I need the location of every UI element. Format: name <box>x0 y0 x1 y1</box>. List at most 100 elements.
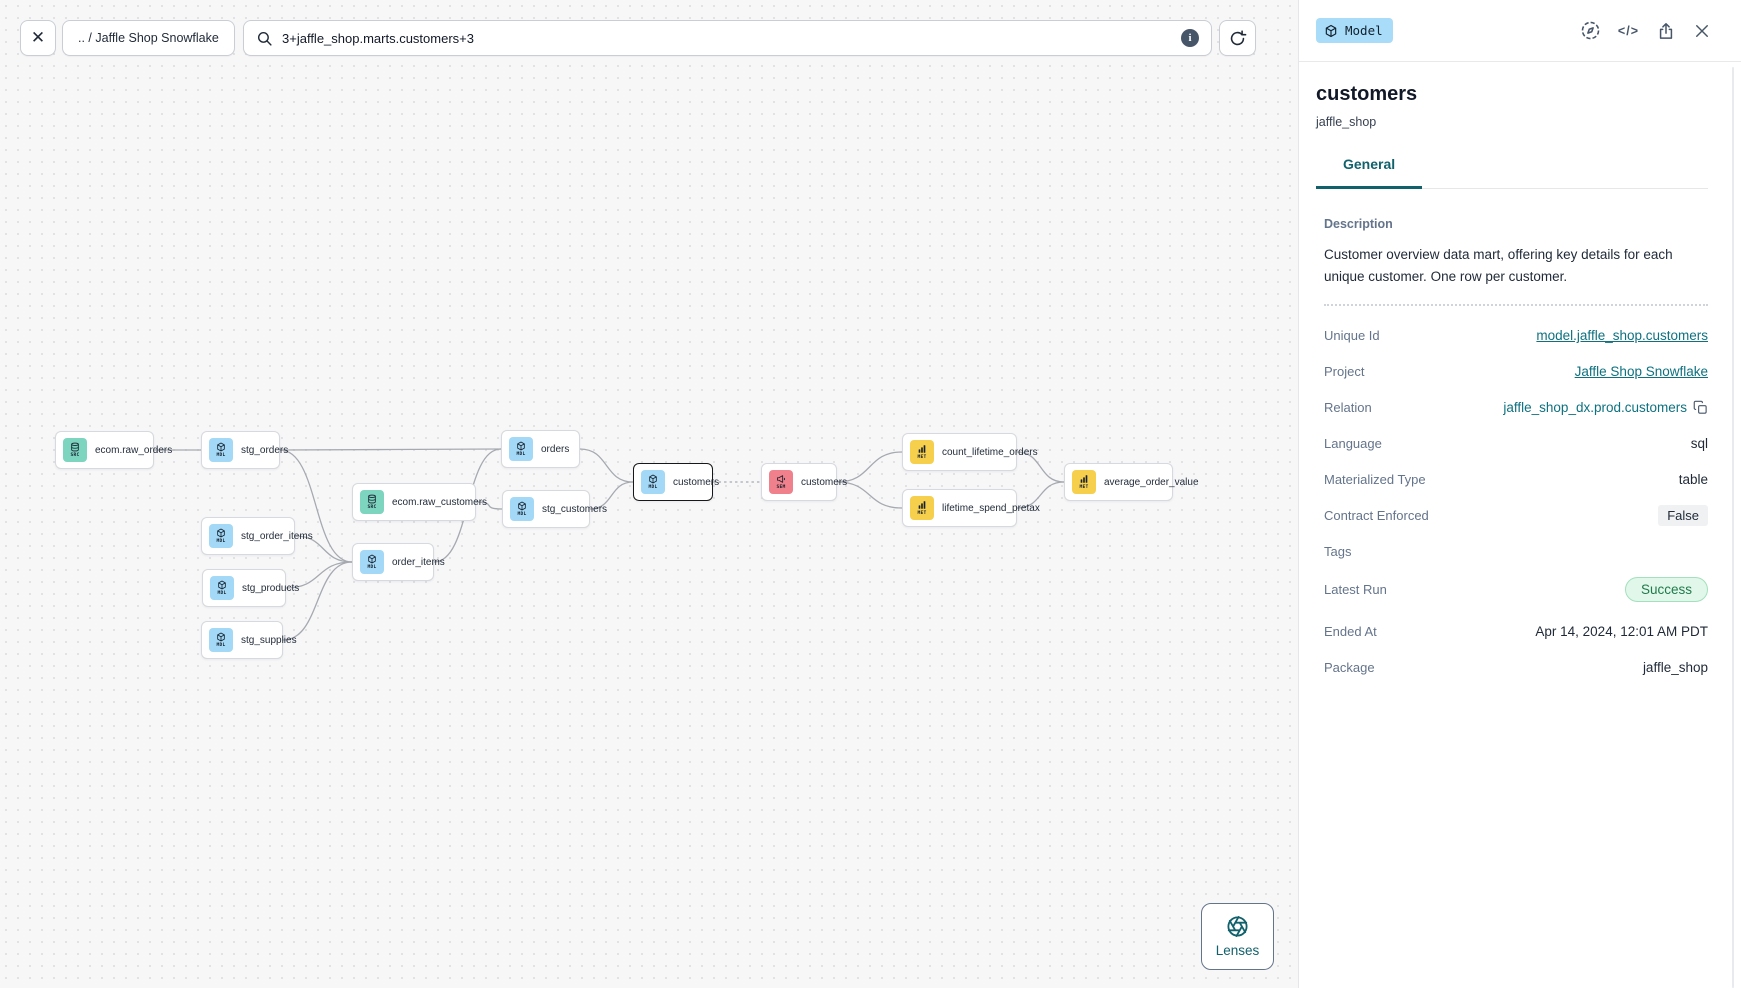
tab-general[interactable]: General <box>1316 156 1423 189</box>
breadcrumb[interactable]: .. / Jaffle Shop Snowflake <box>62 20 235 56</box>
field-label: Project <box>1324 364 1365 380</box>
field-label: Latest Run <box>1324 581 1387 597</box>
lineage-canvas[interactable]: SRC ecom.raw_orders MDL stg_orders SRC e… <box>0 0 1304 988</box>
field-row-package: Package jaffle_shop <box>1324 657 1708 679</box>
page-title: customers <box>1316 83 1418 105</box>
share-icon[interactable] <box>1656 21 1676 41</box>
node-label: order_items <box>392 556 445 568</box>
info-icon[interactable]: i <box>1181 29 1199 47</box>
graph-node-count_lifetime_orders[interactable]: MET count_lifetime_orders <box>902 433 1038 471</box>
contract-badge: False <box>1658 505 1708 527</box>
node-label: stg_order_items <box>241 530 313 542</box>
mdl-type-icon: MDL <box>641 470 665 494</box>
explore-compass-icon[interactable] <box>1580 20 1601 41</box>
search-icon <box>257 31 272 46</box>
field-row-unique-id: Unique Id model.jaffle_shop.customers <box>1324 325 1708 347</box>
graph-node-average_order_value[interactable]: MET average_order_value <box>1064 463 1199 501</box>
met-type-icon: MET <box>910 496 934 520</box>
field-row-contract-enforced: Contract Enforced False <box>1324 505 1708 527</box>
search-input[interactable] <box>282 30 1172 46</box>
graph-node-ecom_raw_customers[interactable]: SRC ecom.raw_customers <box>352 483 487 521</box>
panel-scrollbar[interactable] <box>1732 67 1734 988</box>
copy-icon[interactable] <box>1693 400 1708 415</box>
mdl-type-icon: MDL <box>510 497 534 521</box>
graph-node-stg_customers[interactable]: MDL stg_customers <box>502 490 607 528</box>
field-label: Package <box>1324 660 1375 676</box>
close-lineage-button[interactable]: ✕ <box>20 20 56 56</box>
detail-panel: Model </> customers jaffle_shop General … <box>1298 0 1741 988</box>
graph-node-ecom_raw_orders[interactable]: SRC ecom.raw_orders <box>55 431 172 469</box>
src-type-icon: SRC <box>63 438 87 462</box>
field-label: Language <box>1324 436 1382 452</box>
lineage-edges <box>153 448 1065 641</box>
refresh-button[interactable] <box>1219 20 1256 56</box>
field-label: Materialized Type <box>1324 472 1426 488</box>
resource-type-badge: Model <box>1316 18 1393 43</box>
close-panel-icon[interactable] <box>1693 22 1711 40</box>
field-row-latest-run: Latest Run Success <box>1324 576 1708 602</box>
relation-value: jaffle_shop_dx.prod.customers <box>1503 400 1687 416</box>
node-label: stg_products <box>242 582 300 594</box>
field-label: Contract Enforced <box>1324 508 1429 524</box>
sem-type-icon: SEM <box>769 470 793 494</box>
field-label: Relation <box>1324 400 1372 416</box>
tab-bar: General <box>1316 156 1708 189</box>
refresh-icon <box>1230 29 1247 45</box>
mdl-type-icon: MDL <box>209 438 233 462</box>
field-label: Tags <box>1324 544 1352 560</box>
field-row-tags: Tags <box>1324 541 1708 563</box>
status-badge: Success <box>1624 576 1708 602</box>
graph-node-stg_supplies[interactable]: MDL stg_supplies <box>201 621 297 659</box>
mdl-type-icon: MDL <box>209 524 233 548</box>
node-label: customers <box>673 476 720 488</box>
field-value: jaffle_shop <box>1642 660 1708 676</box>
lenses-label: Lenses <box>1215 943 1260 958</box>
description-text: Customer overview data mart, offering ke… <box>1324 247 1673 285</box>
mdl-type-icon: MDL <box>209 628 233 652</box>
package-subtitle: jaffle_shop <box>1316 115 1377 129</box>
graph-node-order_items[interactable]: MDL order_items <box>352 543 445 581</box>
node-label: stg_customers <box>542 503 608 515</box>
met-type-icon: MET <box>1072 470 1096 494</box>
field-label: Unique Id <box>1324 328 1380 344</box>
model-cube-icon <box>1325 24 1337 37</box>
field-value: sql <box>1690 436 1708 452</box>
mdl-type-icon: MDL <box>509 437 533 461</box>
graph-node-customers[interactable]: MDL customers <box>633 463 719 501</box>
graph-node-orders[interactable]: MDL orders <box>501 430 580 468</box>
node-label: count_lifetime_orders <box>942 446 1038 458</box>
node-label: stg_orders <box>241 444 289 456</box>
field-label: Ended At <box>1324 624 1377 640</box>
graph-node-stg_order_items[interactable]: MDL stg_order_items <box>201 517 313 555</box>
graph-node-stg_orders[interactable]: MDL stg_orders <box>201 431 288 469</box>
description-label: Description <box>1324 217 1393 231</box>
field-row-project: Project Jaffle Shop Snowflake <box>1324 361 1708 383</box>
lenses-button[interactable]: Lenses <box>1201 903 1274 970</box>
field-link[interactable]: model.jaffle_shop.customers <box>1536 328 1708 344</box>
met-type-icon: MET <box>910 440 934 464</box>
node-label: customers <box>801 476 848 488</box>
node-label: lifetime_spend_pretax <box>942 502 1040 514</box>
field-row-relation: Relation jaffle_shop_dx.prod.customers <box>1324 397 1708 419</box>
field-value: Apr 14, 2024, 12:01 AM PDT <box>1535 624 1708 640</box>
field-value: table <box>1678 472 1708 488</box>
graph-node-stg_products[interactable]: MDL stg_products <box>202 569 299 607</box>
field-row-language: Language sql <box>1324 433 1708 455</box>
node-label: ecom.raw_customers <box>392 496 488 508</box>
graph-node-customers_sem[interactable]: SEM customers <box>761 463 847 501</box>
field-link[interactable]: Jaffle Shop Snowflake <box>1574 364 1708 380</box>
divider <box>1324 303 1708 306</box>
node-label: ecom.raw_orders <box>95 444 173 456</box>
mdl-type-icon: MDL <box>210 576 234 600</box>
src-type-icon: SRC <box>360 490 384 514</box>
panel-header: Model </> <box>1299 0 1741 62</box>
graph-node-lifetime_spend_pretax[interactable]: MET lifetime_spend_pretax <box>902 489 1040 527</box>
lineage-selector-box[interactable]: i <box>243 20 1212 56</box>
view-code-icon[interactable]: </> <box>1617 23 1639 38</box>
node-label: stg_supplies <box>241 634 297 646</box>
aperture-icon <box>1227 916 1248 937</box>
field-row-materialized-type: Materialized Type table <box>1324 469 1708 491</box>
mdl-type-icon: MDL <box>360 550 384 574</box>
node-label: orders <box>541 443 570 455</box>
resource-type-label: Model <box>1345 23 1383 38</box>
